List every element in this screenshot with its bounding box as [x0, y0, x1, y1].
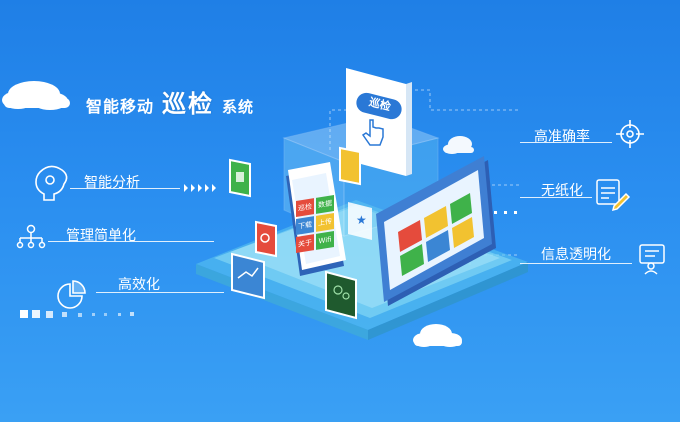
card-dark-green [325, 270, 357, 320]
phone-tile: 上传 [316, 212, 334, 232]
feature-high-accuracy: 高准确率 [534, 129, 590, 145]
feature-line-1 [70, 188, 180, 189]
phone-screen-grid: 巡检 数据 下载 上传 关于 Wifi [296, 194, 334, 254]
card-red-small [255, 220, 277, 258]
feature-info-transparency: 信息透明化 [541, 247, 611, 263]
title-part-1: 智能移动 [86, 97, 155, 116]
phone-tile: 数据 [316, 194, 334, 214]
feature-line-3 [96, 292, 224, 293]
cloud-bottom-icon [413, 324, 462, 347]
org-chart-icon [16, 224, 46, 249]
feature-line-4 [520, 142, 612, 143]
svg-text:★: ★ [356, 213, 367, 227]
cloud-right-icon [443, 136, 474, 154]
feature-line-6 [520, 263, 632, 264]
feature-paperless: 无纸化 [541, 183, 583, 199]
pie-chart-icon [57, 280, 86, 309]
decor-dots-right [494, 211, 517, 214]
title-part-3: 系统 [222, 98, 255, 116]
phone-tile: 下载 [296, 216, 314, 236]
hand-pointer-icon [361, 119, 384, 146]
hero-sign-card [346, 68, 412, 176]
phone-tile: Wifi [316, 230, 334, 250]
card-yellow-small [339, 146, 361, 186]
decor-squares [20, 310, 134, 318]
card-green-small [229, 158, 251, 198]
phone-tile: 关于 [296, 234, 314, 254]
feature-efficiency: 高效化 [118, 277, 160, 293]
feature-simple-management: 管理简单化 [66, 228, 136, 244]
title-part-2: 巡检 [162, 90, 215, 118]
brain-gear-icon [35, 165, 68, 201]
card-blue-chart [231, 252, 265, 300]
feature-line-5 [520, 197, 592, 198]
paper-pen-icon [596, 179, 631, 212]
tablet-illustration [376, 156, 496, 306]
info-card-icon [639, 244, 665, 275]
feature-smart-analysis: 智能分析 [84, 175, 140, 191]
phone-tile: 巡检 [296, 198, 314, 218]
feature-line-2 [48, 241, 214, 242]
arrow-dots-1 [184, 184, 216, 192]
cloud-left-icon [2, 81, 70, 110]
page-title: 智能移动 巡检 系统 [86, 84, 254, 119]
crosshair-icon [616, 120, 644, 148]
card-white-star: ★ [348, 202, 372, 240]
